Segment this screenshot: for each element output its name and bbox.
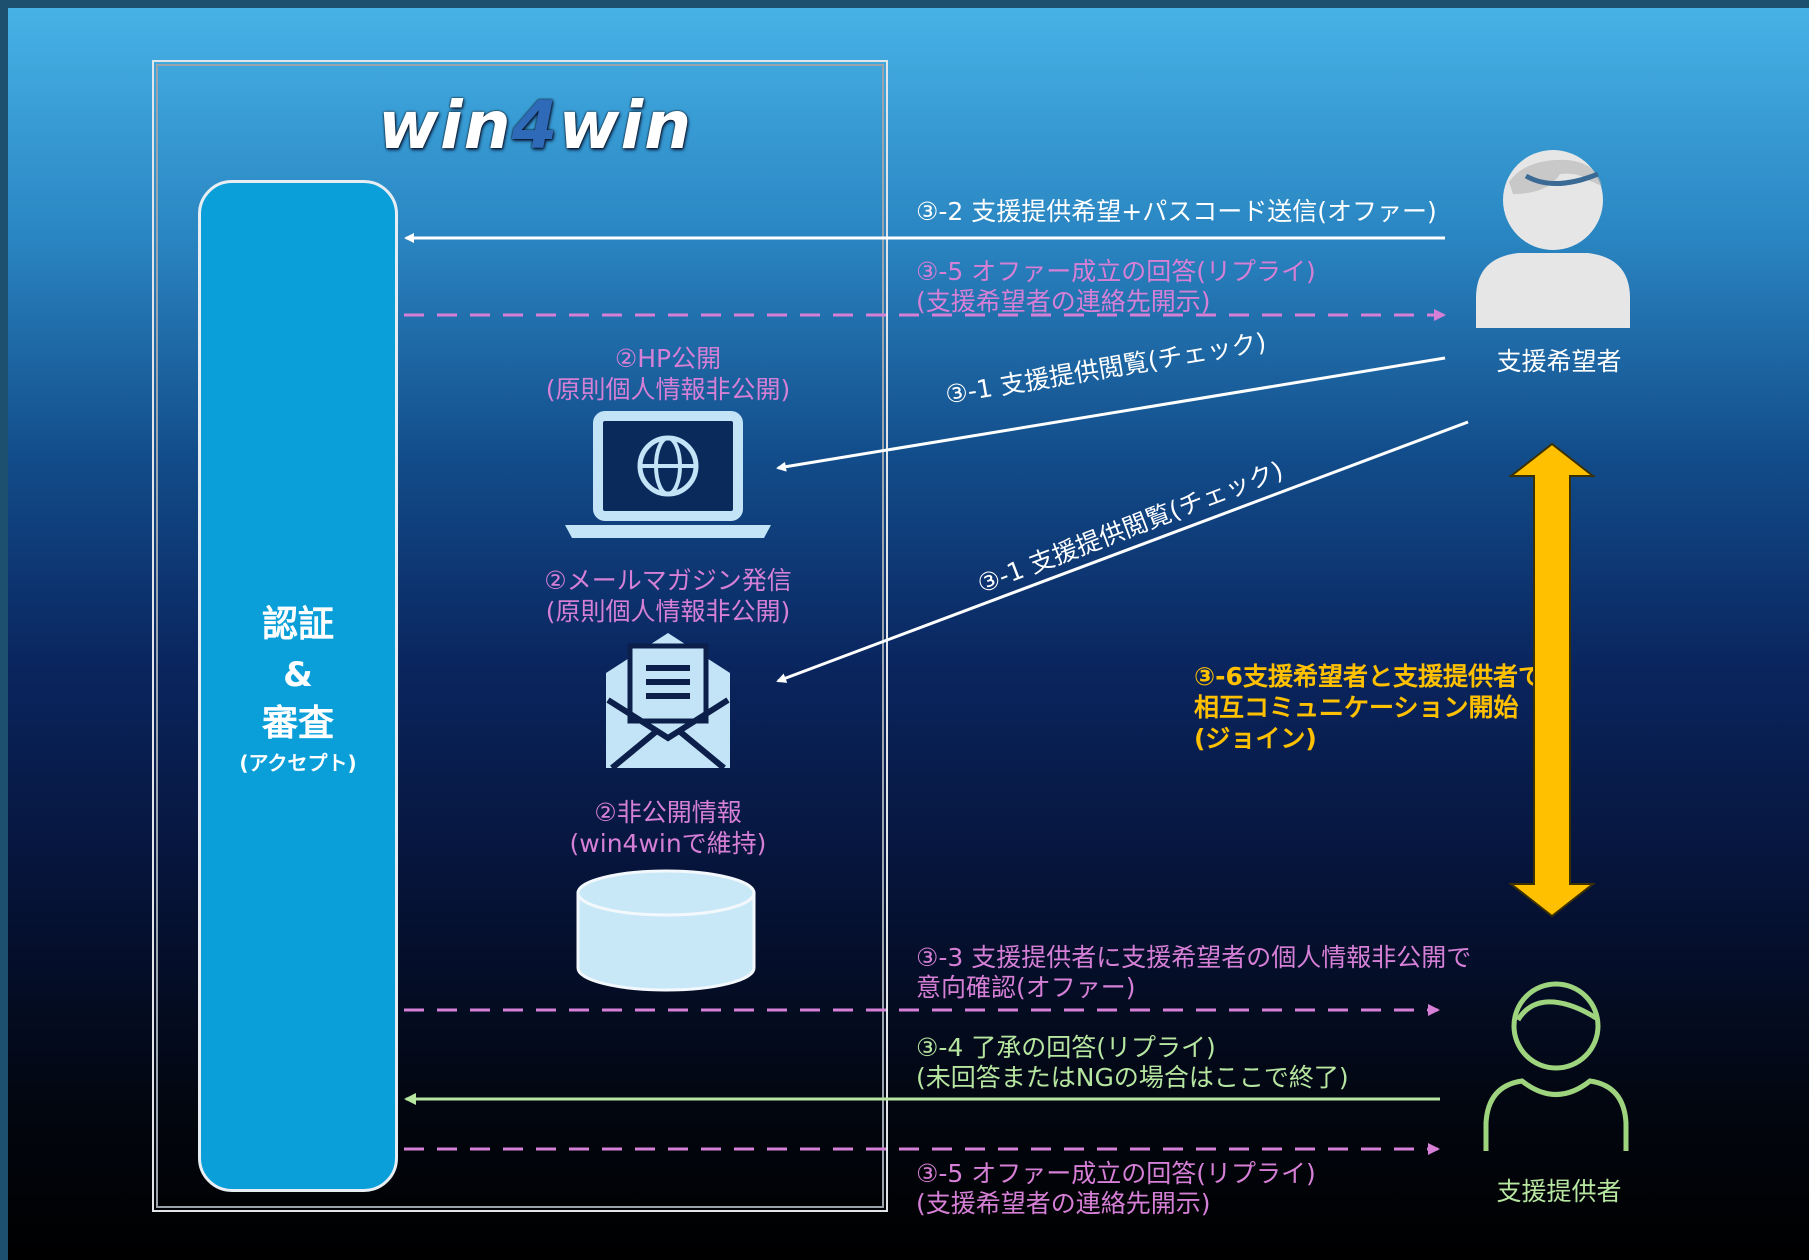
db-subtitle: (win4winで維持)	[569, 829, 767, 858]
auth-review-bar	[198, 180, 398, 1192]
win4win-logo: win4win	[378, 86, 692, 166]
flow-3-6-label-2: 相互コミュニケーション開始	[1194, 693, 1519, 722]
hp-title: ②HP公開	[614, 344, 722, 373]
flow-3-5-bottom-label-2: (支援希望者の連絡先開示)	[916, 1189, 1211, 1218]
envelope-newsletter-icon	[606, 633, 730, 771]
flow-3-4-label-1: ③-4 了承の回答(リプライ)	[916, 1033, 1216, 1062]
auth-label-line3: 審査	[261, 703, 334, 744]
auth-label-line2: &	[283, 655, 313, 695]
flow-3-3-label-2: 意向確認(オファー)	[916, 973, 1136, 1002]
flow-3-1-arrow-b	[776, 420, 1469, 683]
auth-label-line4: (アクセプト)	[239, 751, 357, 775]
diagram-canvas: win4win 認証 & 審査 (アクセプト) ②HP公開 (原則個人情報非公開…	[8, 8, 1809, 1260]
flow-3-5-top-label-1: ③-5 オファー成立の回答(リプライ)	[916, 257, 1316, 286]
mail-title: ②メールマガジン発信	[544, 566, 792, 595]
hp-subtitle: (原則個人情報非公開)	[545, 375, 791, 404]
logo-part2: 4	[511, 87, 559, 164]
win4win-system-box	[152, 60, 888, 1212]
flow-3-4-label-2: (未回答またはNGの場合はここで終了)	[916, 1063, 1349, 1092]
database-icon	[576, 869, 756, 992]
laptop-globe-icon	[565, 411, 771, 538]
provider-person-icon	[1483, 981, 1629, 1151]
flow-3-6-label-1: ③-6支援希望者と支援提供者で	[1194, 662, 1543, 691]
flow-3-6-label-3: (ジョイン)	[1194, 724, 1317, 753]
db-title: ②非公開情報	[594, 798, 742, 827]
flow-3-5-top-label-2: (支援希望者の連絡先開示)	[916, 287, 1211, 316]
seeker-person-icon	[1476, 150, 1630, 328]
flow-3-3-label-1: ③-3 支援提供者に支援希望者の個人情報非公開で	[916, 943, 1472, 972]
flow-3-5-bottom-label-1: ③-5 オファー成立の回答(リプライ)	[916, 1159, 1316, 1188]
flow-3-1-arrow-a	[776, 356, 1446, 472]
mail-subtitle: (原則個人情報非公開)	[545, 597, 791, 626]
provider-label: 支援提供者	[1496, 1177, 1622, 1206]
diagram-graphics	[404, 150, 1630, 1155]
seeker-label: 支援希望者	[1496, 347, 1622, 376]
logo-part1: win	[378, 87, 512, 164]
join-double-arrow	[1508, 442, 1596, 918]
flow-3-2-label: ③-2 支援提供希望+パスコード送信(オファー)	[916, 197, 1437, 226]
logo-part3: win	[558, 87, 693, 164]
auth-label-line1: 認証	[261, 604, 334, 645]
